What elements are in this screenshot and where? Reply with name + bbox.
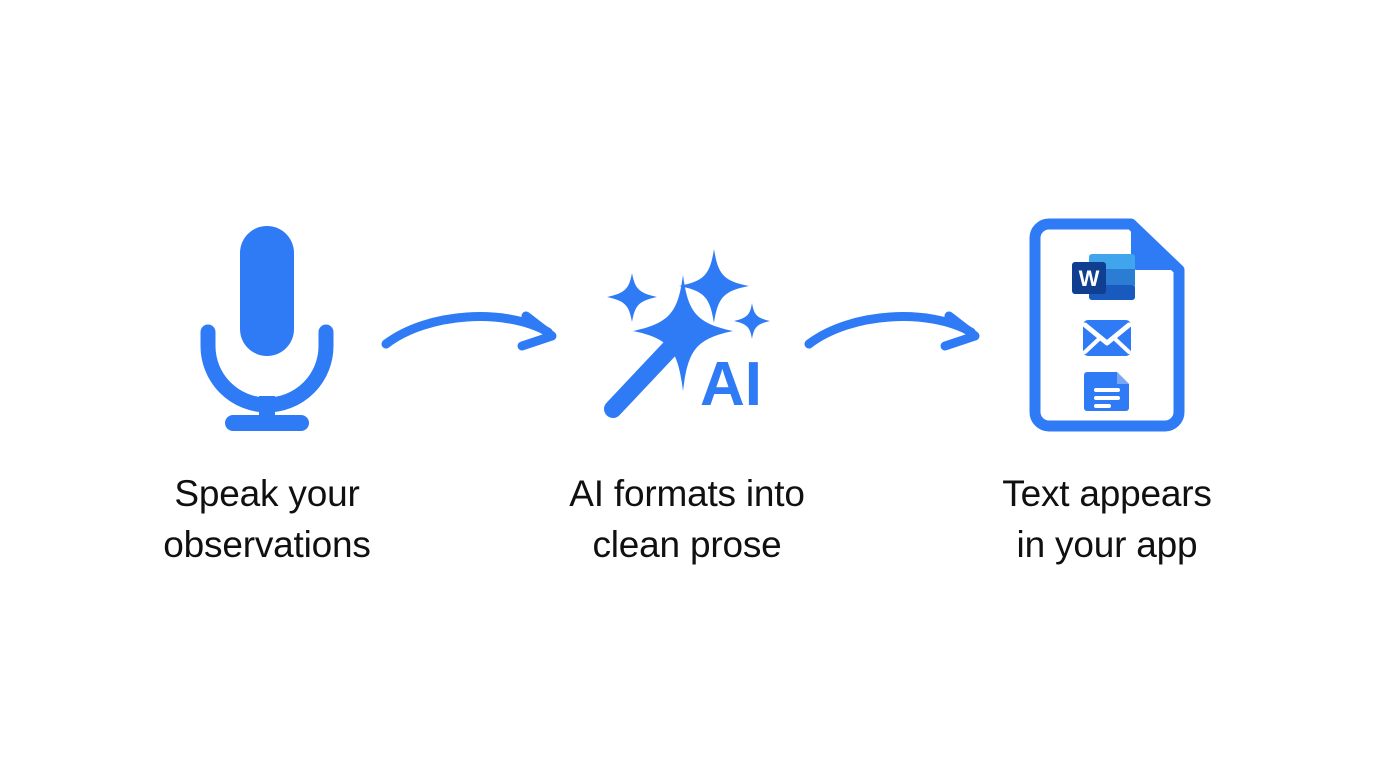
microphone-icon-wrapper (192, 212, 342, 442)
connector-arrow-2 (803, 296, 993, 371)
email-envelope-icon (1082, 320, 1132, 356)
step-output-label: Text appears in your app (1002, 473, 1212, 566)
step-speak-your-observations: Speak your observations (107, 212, 427, 570)
ai-magic-wand-icon: AI (604, 249, 770, 419)
step-text-appears-in-your-app: W Text appears in your app (947, 212, 1267, 570)
step-speak-label: Speak your observations (163, 473, 371, 566)
document-with-apps-icon: W (1029, 218, 1185, 432)
curved-arrow-right-icon (381, 311, 557, 351)
step-ai-label: AI formats into clean prose (569, 473, 805, 566)
ai-label-text: AI (700, 350, 762, 419)
microsoft-word-icon: W (1072, 254, 1135, 300)
word-glyph: W (1079, 266, 1100, 291)
google-docs-icon (1084, 372, 1129, 411)
step-ai-formats-into-clean-prose: AI AI formats into clean prose (527, 212, 847, 570)
ai-icon-wrapper: AI (587, 212, 787, 442)
curved-arrow-right-icon (804, 311, 980, 351)
microphone-icon (200, 225, 334, 431)
document-icon-wrapper: W (1027, 212, 1187, 442)
connector-arrow-1 (380, 296, 570, 371)
